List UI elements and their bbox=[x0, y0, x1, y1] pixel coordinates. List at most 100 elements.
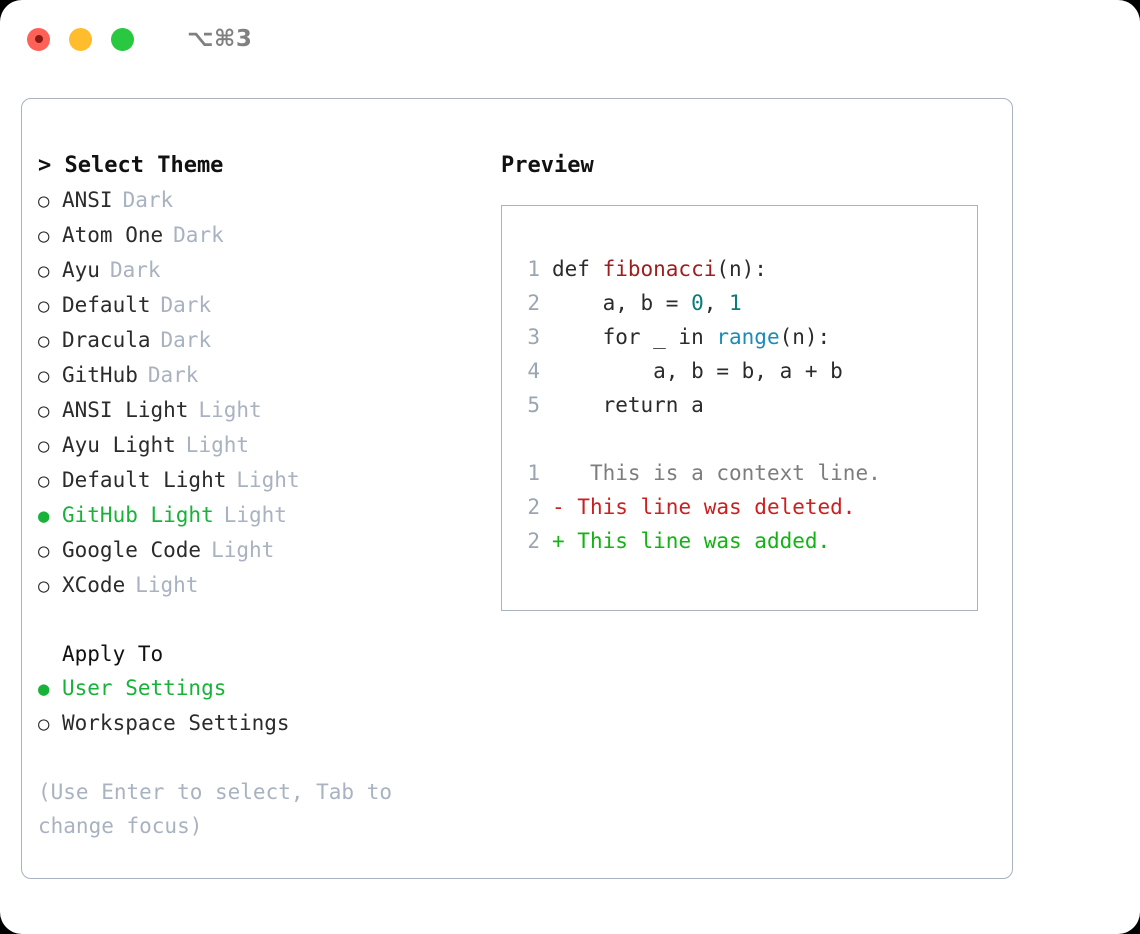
theme-variant-tag: Dark bbox=[173, 223, 224, 247]
theme-option-label: Ayu bbox=[62, 258, 100, 282]
code-line: 5 return a bbox=[514, 388, 977, 422]
code-token: a, b = bbox=[552, 291, 692, 315]
apply-to-option-row[interactable]: ○ Workspace Settings bbox=[38, 706, 478, 741]
theme-option-label: Google Code bbox=[62, 538, 202, 562]
theme-option-row[interactable]: ○ ANSI Light Light bbox=[38, 393, 478, 428]
code-line: 3 for _ in range(n): bbox=[514, 320, 977, 354]
radio-unselected-icon[interactable]: ○ bbox=[38, 713, 50, 735]
theme-variant-tag: Light bbox=[211, 538, 275, 562]
diff-text: This line was added. bbox=[564, 529, 831, 553]
radio-unselected-icon[interactable]: ○ bbox=[38, 260, 50, 282]
diff-marker: + bbox=[552, 529, 565, 553]
radio-unselected-icon[interactable]: ○ bbox=[38, 190, 50, 212]
radio-unselected-icon[interactable]: ○ bbox=[38, 470, 50, 492]
line-number: 1 bbox=[527, 257, 540, 281]
theme-option-label: Default Light bbox=[62, 468, 227, 492]
theme-option-label: GitHub Light bbox=[62, 503, 214, 527]
theme-option-label: Atom One bbox=[62, 223, 164, 247]
theme-variant-tag: Light bbox=[198, 398, 262, 422]
maximize-button[interactable] bbox=[111, 27, 134, 51]
radio-unselected-icon[interactable]: ○ bbox=[38, 295, 50, 317]
code-token: fibonacci bbox=[602, 257, 717, 281]
radio-selected-icon[interactable]: ● bbox=[38, 678, 50, 700]
theme-option-row[interactable]: ○ Ayu Dark bbox=[38, 253, 478, 288]
code-token: return a bbox=[552, 393, 704, 417]
radio-unselected-icon[interactable]: ○ bbox=[38, 575, 50, 597]
code-token: a, b = b, a + b bbox=[552, 359, 843, 383]
theme-option-row[interactable]: ○ ANSI Dark bbox=[38, 183, 478, 218]
line-number: 2 bbox=[527, 291, 540, 315]
apply-to-option-label: User Settings bbox=[62, 676, 227, 700]
code-token: for _ in bbox=[552, 325, 717, 349]
line-number: 1 bbox=[527, 461, 540, 485]
diff-text: This is a context line. bbox=[564, 461, 881, 485]
preview-header: Preview bbox=[501, 153, 594, 178]
line-number: 4 bbox=[527, 359, 540, 383]
close-button[interactable] bbox=[27, 27, 50, 51]
radio-unselected-icon[interactable]: ○ bbox=[38, 540, 50, 562]
theme-option-label: Default bbox=[62, 293, 151, 317]
theme-option-label: XCode bbox=[62, 573, 126, 597]
radio-unselected-icon[interactable]: ○ bbox=[38, 330, 50, 352]
theme-option-label: ANSI Light bbox=[62, 398, 189, 422]
select-theme-header: > Select Theme bbox=[38, 153, 224, 178]
theme-variant-tag: Dark bbox=[147, 363, 199, 387]
diff-line: 2- This line was deleted. bbox=[514, 490, 977, 524]
theme-variant-tag: Dark bbox=[160, 293, 212, 317]
spacer bbox=[38, 603, 478, 637]
theme-variant-tag: Light bbox=[135, 573, 199, 597]
radio-unselected-icon[interactable]: ○ bbox=[38, 225, 50, 247]
spacer bbox=[514, 422, 977, 456]
theme-variant-tag: Light bbox=[223, 503, 287, 527]
minimize-button[interactable] bbox=[69, 27, 92, 51]
radio-selected-icon[interactable]: ● bbox=[38, 505, 50, 527]
theme-variant-tag: Dark bbox=[160, 328, 212, 352]
theme-variant-tag: Dark bbox=[109, 258, 161, 282]
radio-unselected-icon[interactable]: ○ bbox=[38, 435, 50, 457]
theme-option-row[interactable]: ○ XCode Light bbox=[38, 568, 478, 603]
theme-option-row[interactable]: ○ Google Code Light bbox=[38, 533, 478, 568]
theme-option-row[interactable]: ○ Default Dark bbox=[38, 288, 478, 323]
code-token: (n): bbox=[779, 325, 831, 349]
theme-option-row[interactable]: ● GitHub Light Light bbox=[38, 498, 478, 533]
line-number: 2 bbox=[527, 495, 540, 519]
code-token: , bbox=[703, 291, 730, 315]
apply-to-option-row[interactable]: ● User Settings bbox=[38, 671, 478, 706]
code-line: 1 def fibonacci(n): bbox=[514, 252, 977, 286]
theme-variant-tag: Dark bbox=[122, 188, 174, 212]
apply-to-option-label: Workspace Settings bbox=[62, 711, 290, 735]
theme-option-row[interactable]: ○ Atom One Dark bbox=[38, 218, 478, 253]
theme-variant-tag: Light bbox=[236, 468, 300, 492]
line-number: 3 bbox=[527, 325, 540, 349]
diff-line: 1 This is a context line. bbox=[514, 456, 977, 490]
radio-unselected-icon[interactable]: ○ bbox=[38, 400, 50, 422]
diff-line: 2 + This line was added. bbox=[514, 524, 977, 558]
theme-option-row[interactable]: ○ Default Light Light bbox=[38, 463, 478, 498]
apply-to-options-list: ● User Settings ○ Workspace Settings bbox=[38, 671, 478, 741]
line-number: 2 bbox=[527, 529, 540, 553]
radio-unselected-icon[interactable]: ○ bbox=[38, 365, 50, 387]
keyboard-shortcut-label: ⌥⌘3 bbox=[187, 26, 253, 52]
traffic-lights bbox=[27, 27, 134, 51]
code-token: def bbox=[552, 257, 603, 281]
keyboard-hint-text: (Use Enter to select, Tab to change focu… bbox=[38, 780, 405, 838]
apply-to-header: Apply To bbox=[62, 642, 164, 666]
code-token: (n): bbox=[716, 257, 767, 281]
theme-option-label: Ayu Light bbox=[62, 433, 176, 457]
code-token: range bbox=[716, 325, 780, 349]
code-token: 0 bbox=[691, 291, 704, 315]
code-token: 1 bbox=[729, 291, 742, 315]
line-number: 5 bbox=[527, 393, 540, 417]
diff-marker bbox=[552, 456, 565, 490]
theme-option-label: ANSI bbox=[62, 188, 113, 212]
